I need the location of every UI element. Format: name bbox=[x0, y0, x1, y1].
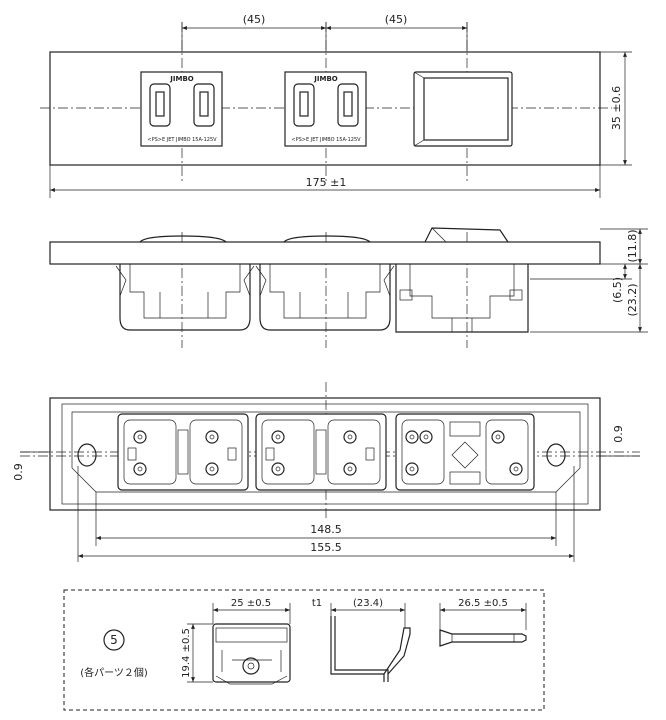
parts-marker: 5 bbox=[110, 633, 118, 647]
side-depth-total-dim: (23.2) bbox=[626, 283, 639, 316]
front-plate bbox=[49, 51, 601, 166]
back-hole-pitch-dim: 155.5 bbox=[310, 541, 342, 554]
parts-note: (各パーツ２個) bbox=[80, 666, 148, 679]
outlet-middle-rating: <PS>E JET JIMBO 15A-125V bbox=[291, 137, 361, 143]
back-inner-width-dim: 148.5 bbox=[310, 523, 342, 536]
side-view: (11.8) (6.5) (23.2) bbox=[49, 227, 648, 348]
mounting-hole-left bbox=[77, 443, 97, 467]
outlet-middle-brand: JIMBO bbox=[313, 75, 338, 83]
bracket-width-dim: 25 ±0.5 bbox=[231, 598, 271, 609]
back-outlet-middle bbox=[255, 413, 387, 491]
back-outlet-left bbox=[117, 413, 249, 491]
back-offset-left-dim: 0.9 bbox=[12, 463, 25, 481]
front-width-dim: 175 ±1 bbox=[306, 176, 347, 189]
back-offset-right-dim: 0.9 bbox=[612, 425, 625, 443]
back-view: 0.9 0.9 148.5 155.5 bbox=[12, 382, 640, 562]
part-spring-clip: t1 (23.4) bbox=[312, 598, 411, 682]
front-outlet-left: JIMBO <PS>E JET JIMBO 15A-125V bbox=[140, 71, 223, 147]
front-pitch-right-dim: (45) bbox=[385, 13, 408, 26]
screw-length-dim: 26.5 ±0.5 bbox=[458, 598, 508, 609]
front-pitch-left-dim: (45) bbox=[243, 13, 266, 26]
mounting-hole-right bbox=[546, 443, 566, 467]
back-plate-outer bbox=[49, 397, 601, 511]
front-switch bbox=[413, 71, 513, 147]
side-plate bbox=[49, 241, 601, 265]
part-screw: 26.5 ±0.5 bbox=[439, 598, 527, 647]
front-view: (45) (45) JIMBO <PS>E JET JIMBO 15A-125V… bbox=[40, 13, 632, 198]
outlet-left-brand: JIMBO bbox=[169, 75, 194, 83]
side-switch bbox=[395, 264, 529, 333]
side-outlet-middle bbox=[255, 264, 395, 331]
bracket-height-dim: 19.4 ±0.5 bbox=[181, 628, 192, 678]
front-height-dim: 35 ±0.6 bbox=[610, 86, 623, 130]
front-outlet-middle: JIMBO <PS>E JET JIMBO 15A-125V bbox=[284, 71, 367, 147]
parts-box: 5 (各パーツ２個) 25 ±0.5 19.4 ±0.5 t1 (23.4) bbox=[63, 589, 545, 711]
spring-length-dim: (23.4) bbox=[353, 598, 383, 609]
back-switch bbox=[395, 413, 535, 491]
side-depth-body-dim: (6.5) bbox=[611, 277, 624, 303]
side-outlet-left bbox=[115, 264, 255, 331]
spring-thickness-dim: t1 bbox=[312, 598, 322, 609]
part-bracket: 25 ±0.5 19.4 ±0.5 bbox=[181, 598, 291, 685]
outlet-left-rating: <PS>E JET JIMBO 15A-125V bbox=[147, 137, 217, 143]
parts-marker-circle bbox=[103, 629, 125, 651]
side-depth-plate-dim: (11.8) bbox=[626, 229, 639, 262]
